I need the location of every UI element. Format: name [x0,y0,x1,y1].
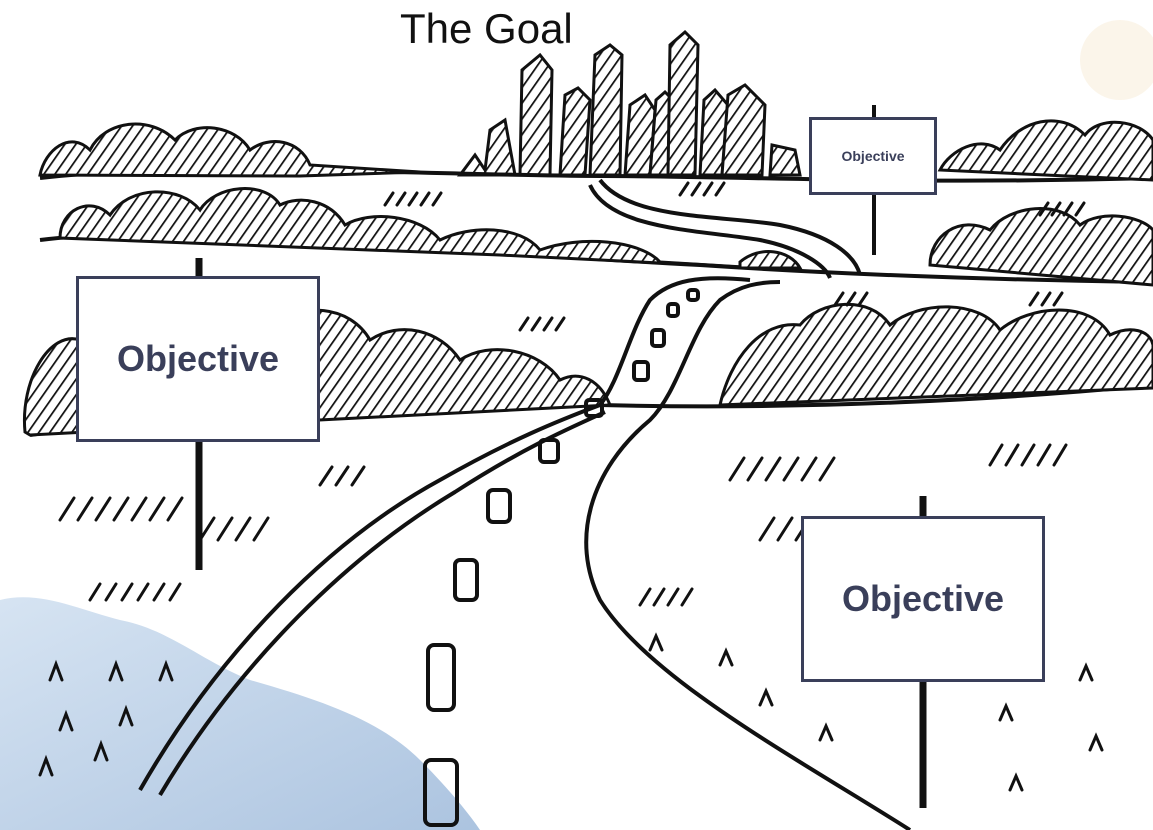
objective-sign-right: Objective [801,516,1045,682]
road-dashes [423,288,700,827]
road [138,178,912,830]
watercolor-stain [1080,20,1153,100]
grass-strokes [38,181,1104,792]
bush-row-top [38,119,1153,182]
bush-row-middle [58,187,1153,287]
objective-sign-left: Objective [76,276,320,442]
goal-title: The Goal [400,5,573,52]
objective-sign-small: Objective [809,117,937,195]
watercolor-wash [0,597,480,830]
city-skyline [457,29,802,177]
